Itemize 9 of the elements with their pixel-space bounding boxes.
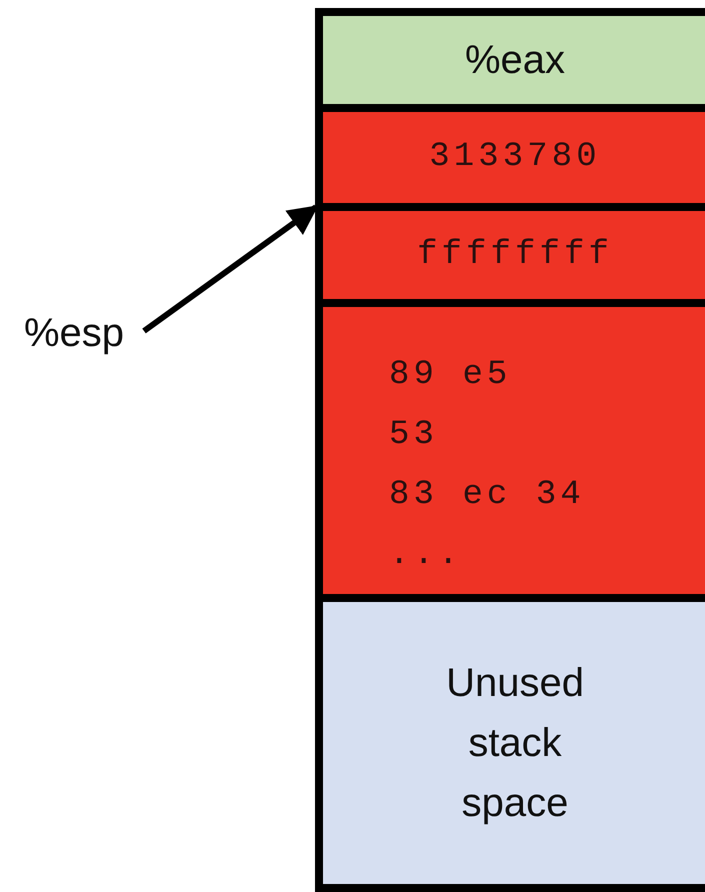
code-line: 83 ec 34 [389, 475, 585, 516]
code-line: ... [389, 535, 462, 576]
code-line: 89 e5 [389, 355, 512, 396]
code-line: 53 [389, 415, 438, 456]
hex-value: ffffffff [417, 234, 613, 276]
register-name: %eax [464, 37, 566, 84]
register-name: %esp [24, 310, 124, 357]
hex-value: 3133780 [429, 137, 601, 178]
cell-text: Unused stack space [445, 660, 585, 827]
